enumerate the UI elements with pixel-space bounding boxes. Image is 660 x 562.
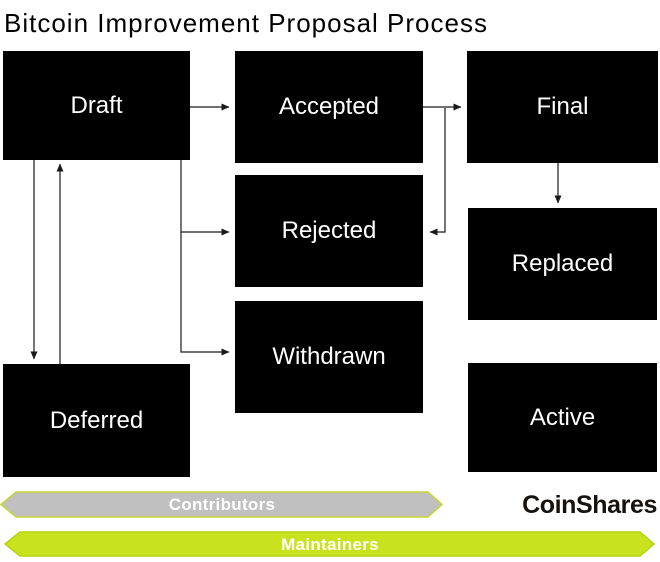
- node-active-label: Active: [529, 403, 596, 431]
- node-accepted-label: Accepted: [278, 93, 380, 120]
- coinshares-logo: CoinShares: [522, 491, 657, 519]
- node-replaced-label: Replaced: [511, 250, 614, 277]
- node-draft-label: Draft: [70, 91, 123, 119]
- node-withdrawn-label: Withdrawn: [272, 343, 386, 370]
- node-final-label: Final: [536, 93, 589, 120]
- node-deferred-label: Deferred: [49, 406, 144, 434]
- maintainers-lane-label: Maintainers: [281, 534, 379, 554]
- node-deferred: Deferred: [3, 364, 190, 477]
- node-replaced: Replaced: [468, 208, 657, 320]
- node-active: Active: [468, 363, 657, 472]
- node-final: Final: [467, 51, 658, 163]
- contributors-lane-label: Contributors: [168, 495, 276, 514]
- node-withdrawn: Withdrawn: [235, 301, 423, 413]
- page-title: Bitcoin Improvement Proposal Process: [4, 8, 488, 38]
- node-rejected: Rejected: [235, 175, 423, 287]
- node-rejected-label: Rejected: [281, 217, 377, 244]
- contributors-lane-polygon: [0, 491, 444, 518]
- arrow-draft-to-withdrawn: [180, 232, 230, 356]
- maintainers-lane: Maintainers: [4, 531, 656, 557]
- arrow-accepted-to-rejected: [429, 108, 446, 236]
- arrow-draft-to-rejected: [180, 159, 230, 236]
- node-accepted: Accepted: [235, 51, 423, 163]
- node-draft: Draft: [3, 51, 190, 160]
- maintainers-lane-polygon: [4, 531, 656, 557]
- contributors-lane: Contributors: [0, 491, 444, 518]
- contributors-lane-arrow-shape: [0, 491, 444, 518]
- maintainers-lane-arrow-shape: [4, 531, 656, 557]
